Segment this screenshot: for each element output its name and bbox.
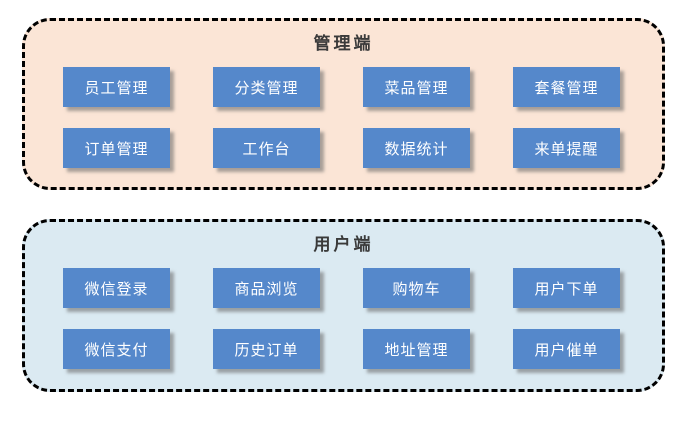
user-panel-title: 用户端 [313, 235, 374, 255]
user-button-grid: 微信登录 商品浏览 购物车 用户下单 微信支付 历史订单 地址管理 用户催单 [63, 268, 620, 369]
box-order-management: 订单管理 [63, 128, 170, 168]
box-address-management: 地址管理 [363, 329, 470, 369]
user-panel: 用户端 微信登录 商品浏览 购物车 用户下单 微信支付 历史订单 地址管理 用户… [22, 219, 665, 392]
box-dish-management: 菜品管理 [363, 67, 470, 107]
box-data-statistics: 数据统计 [363, 128, 470, 168]
box-order-history: 历史订单 [213, 329, 320, 369]
box-workbench: 工作台 [213, 128, 320, 168]
box-incoming-order-reminder: 来单提醒 [513, 128, 620, 168]
box-user-urge-order: 用户催单 [513, 329, 620, 369]
box-employee-management: 员工管理 [63, 67, 170, 107]
box-wechat-pay: 微信支付 [63, 329, 170, 369]
admin-panel: 管理端 员工管理 分类管理 菜品管理 套餐管理 订单管理 工作台 数据统计 来单… [22, 18, 665, 190]
box-product-browsing: 商品浏览 [213, 268, 320, 308]
box-shopping-cart: 购物车 [363, 268, 470, 308]
admin-button-grid: 员工管理 分类管理 菜品管理 套餐管理 订单管理 工作台 数据统计 来单提醒 [63, 67, 620, 168]
admin-panel-title: 管理端 [313, 34, 374, 54]
box-combo-management: 套餐管理 [513, 67, 620, 107]
box-category-management: 分类管理 [213, 67, 320, 107]
box-user-place-order: 用户下单 [513, 268, 620, 308]
box-wechat-login: 微信登录 [63, 268, 170, 308]
